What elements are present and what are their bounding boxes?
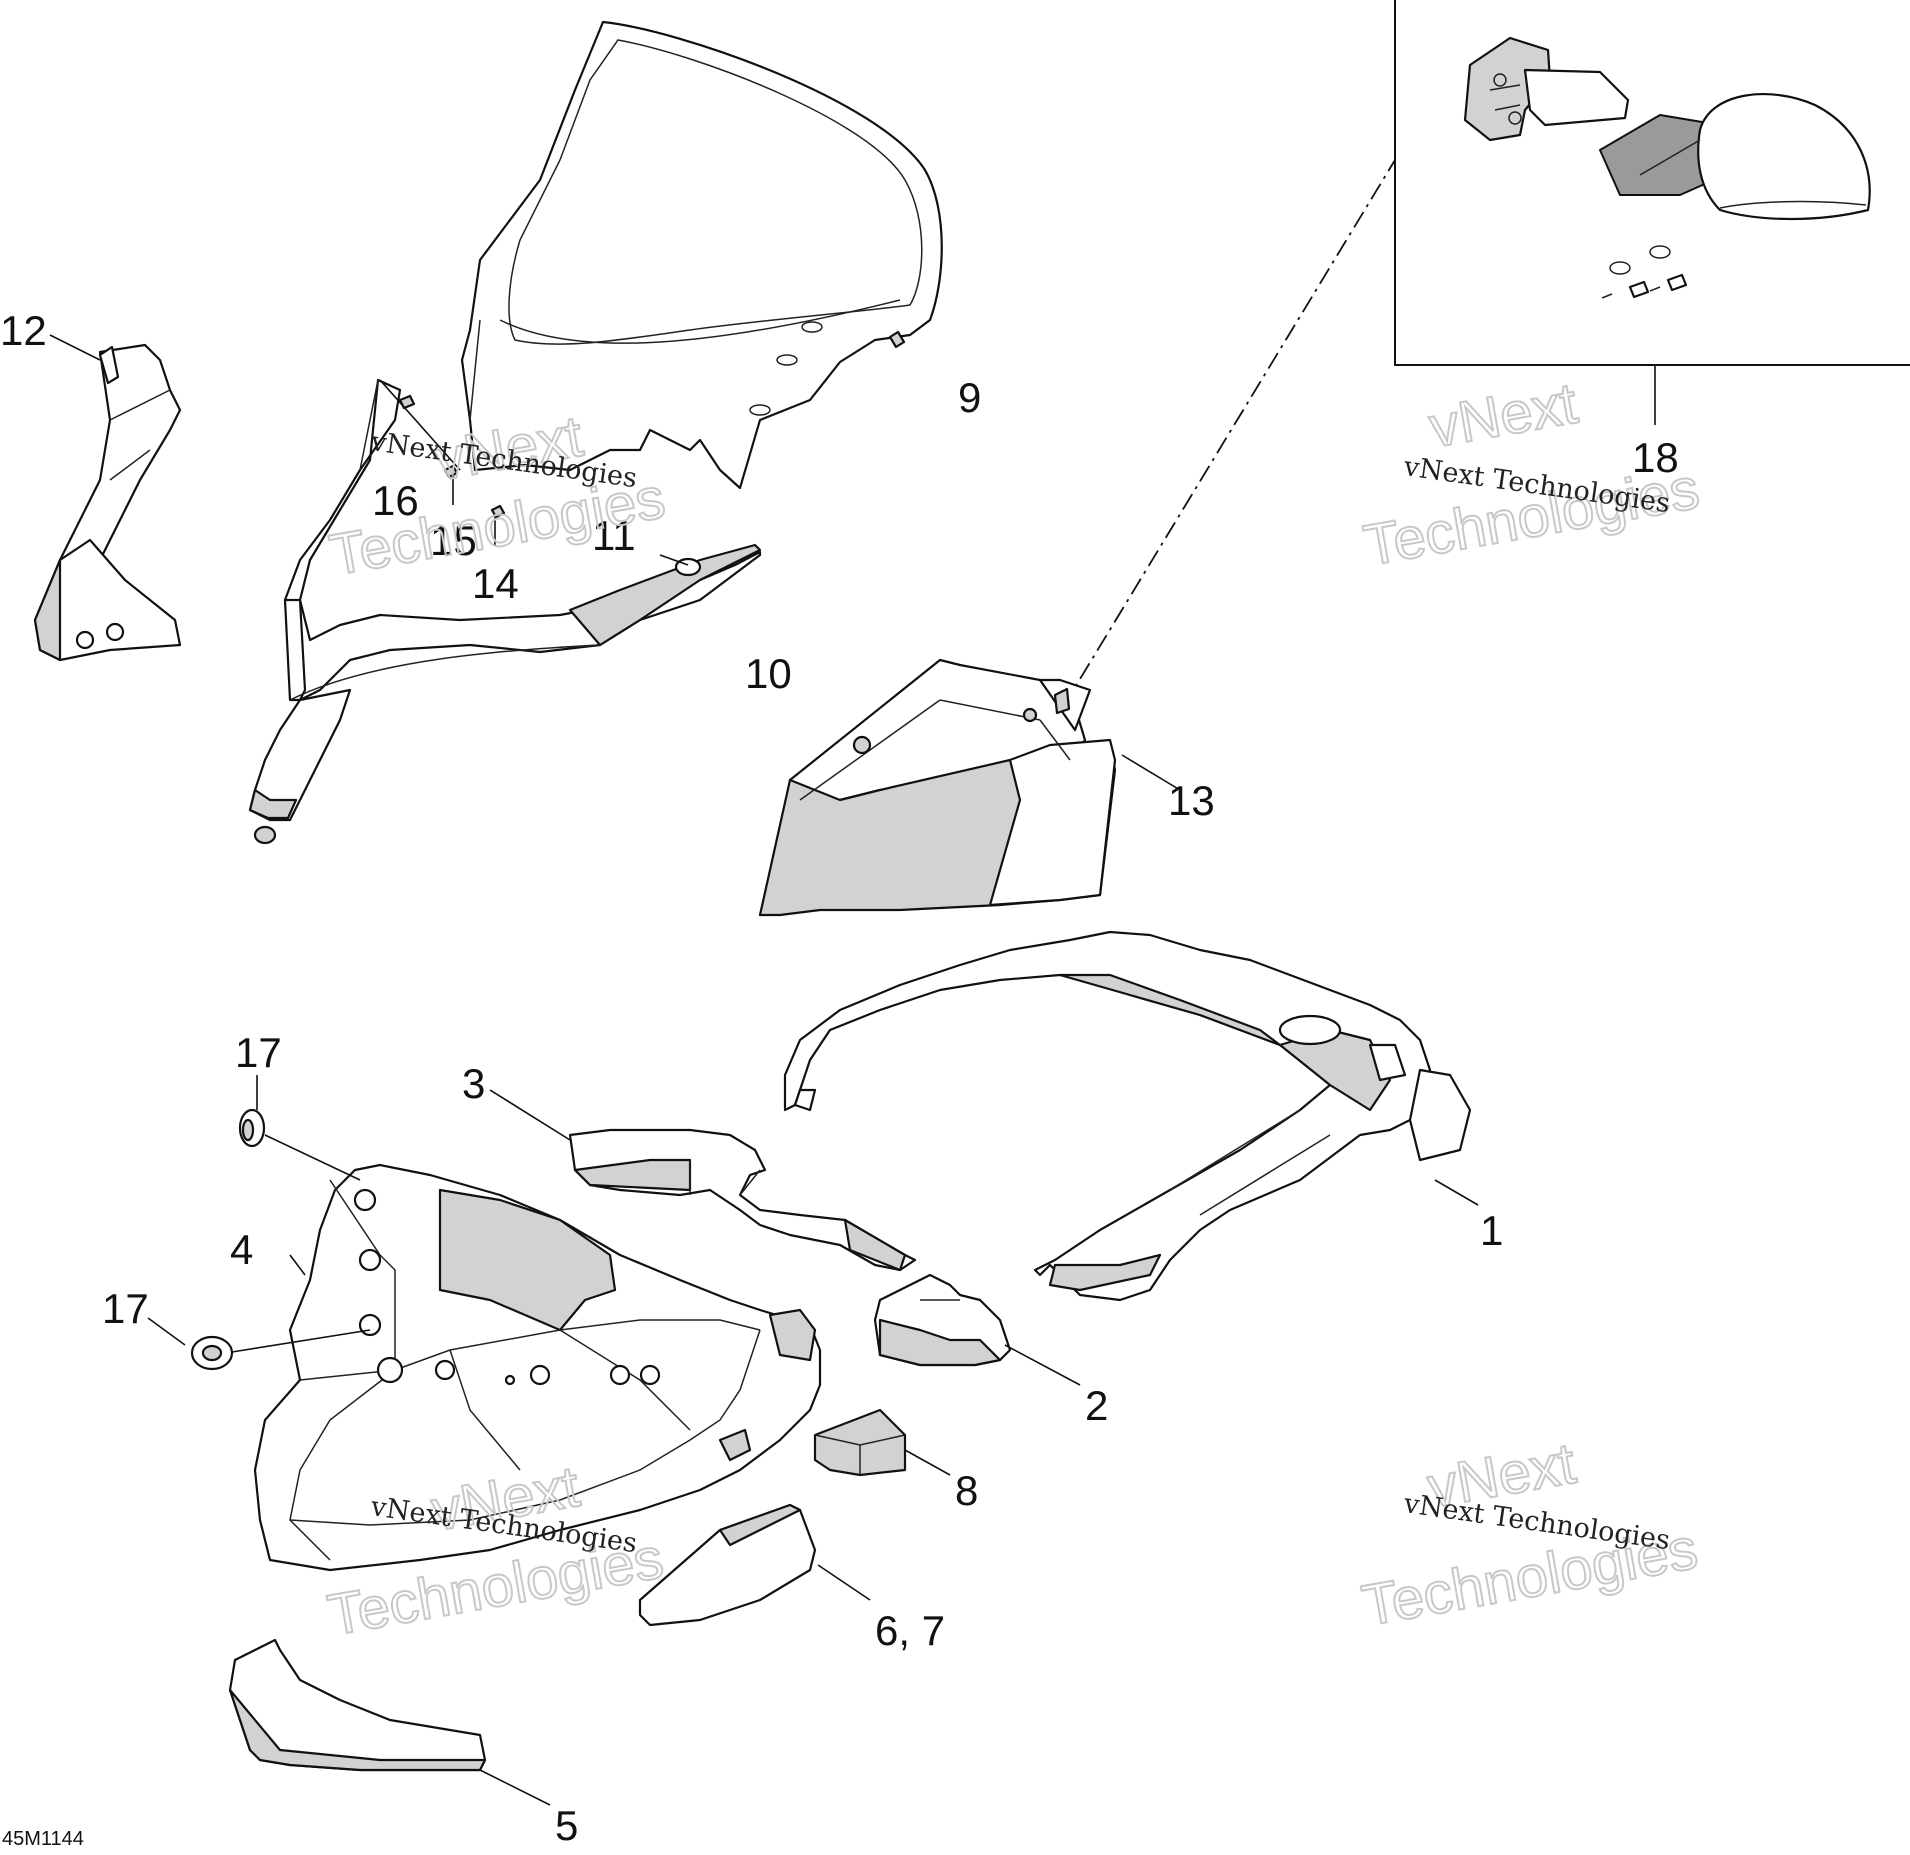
leader-8 xyxy=(904,1449,951,1476)
watermark-top-right-word1: vNext xyxy=(1425,371,1582,461)
callout-9: 9 xyxy=(958,374,981,421)
callout-6-7: 6, 7 xyxy=(875,1607,945,1654)
part-2-side-panel xyxy=(873,1273,1012,1367)
leader-6-7 xyxy=(817,1564,871,1601)
leader-17-top-b xyxy=(264,1134,361,1181)
callout-5: 5 xyxy=(555,1802,578,1849)
callout-4: 4 xyxy=(230,1226,253,1273)
part-17-grommets xyxy=(190,1108,266,1371)
inset-mirror-bracket xyxy=(1463,36,1630,142)
part-13-lower-deflector xyxy=(758,658,1117,917)
leader-11 xyxy=(659,554,689,566)
callout-10: 10 xyxy=(745,650,792,697)
callout-1: 1 xyxy=(1480,1207,1503,1254)
part-9-windshield xyxy=(460,20,943,490)
leader-17-side-b xyxy=(231,1329,371,1353)
callout-15: 15 xyxy=(430,517,477,564)
part-3-upper-panel xyxy=(568,1128,917,1272)
part-12-side-deflector xyxy=(33,343,182,662)
callout-18: 18 xyxy=(1632,434,1679,481)
callout-2: 2 xyxy=(1085,1382,1108,1429)
leader-17-side-a xyxy=(147,1317,186,1346)
leader-5 xyxy=(479,1769,551,1806)
inset-mirror-housing xyxy=(1599,93,1871,221)
callout-3: 3 xyxy=(462,1060,485,1107)
leader-1 xyxy=(1434,1179,1479,1206)
leader-4 xyxy=(289,1254,306,1276)
leader-3 xyxy=(489,1089,571,1141)
part-6-7-curved-pad xyxy=(638,1503,817,1627)
part-5-lower-pad xyxy=(228,1638,487,1772)
leader-2 xyxy=(1004,1344,1081,1386)
part-4-nose-cone xyxy=(253,1163,822,1572)
leader-16 xyxy=(379,379,461,471)
figure-code: 45M1144 xyxy=(2,1828,84,1850)
part-10-fairing xyxy=(248,378,762,845)
callout-8: 8 xyxy=(955,1467,978,1514)
callout-11: 11 xyxy=(592,512,636,559)
callout-17-side: 17 xyxy=(102,1285,149,1332)
inset-detail-box xyxy=(1394,0,1910,366)
watermark-top-right: vNext Technologies xyxy=(1358,370,1705,580)
callout-17-top: 17 xyxy=(235,1029,282,1076)
callout-16: 16 xyxy=(372,477,419,524)
callout-13: 13 xyxy=(1168,777,1215,824)
callout-14: 14 xyxy=(472,560,519,607)
part-1-hood-frame xyxy=(783,930,1472,1302)
part-8-pad xyxy=(813,1408,907,1477)
inset-screws xyxy=(1601,245,1688,299)
leader-12 xyxy=(49,334,101,361)
leader-13 xyxy=(1121,754,1181,791)
leader-13-to-inset xyxy=(1062,159,1396,708)
callout-12: 12 xyxy=(0,307,47,354)
